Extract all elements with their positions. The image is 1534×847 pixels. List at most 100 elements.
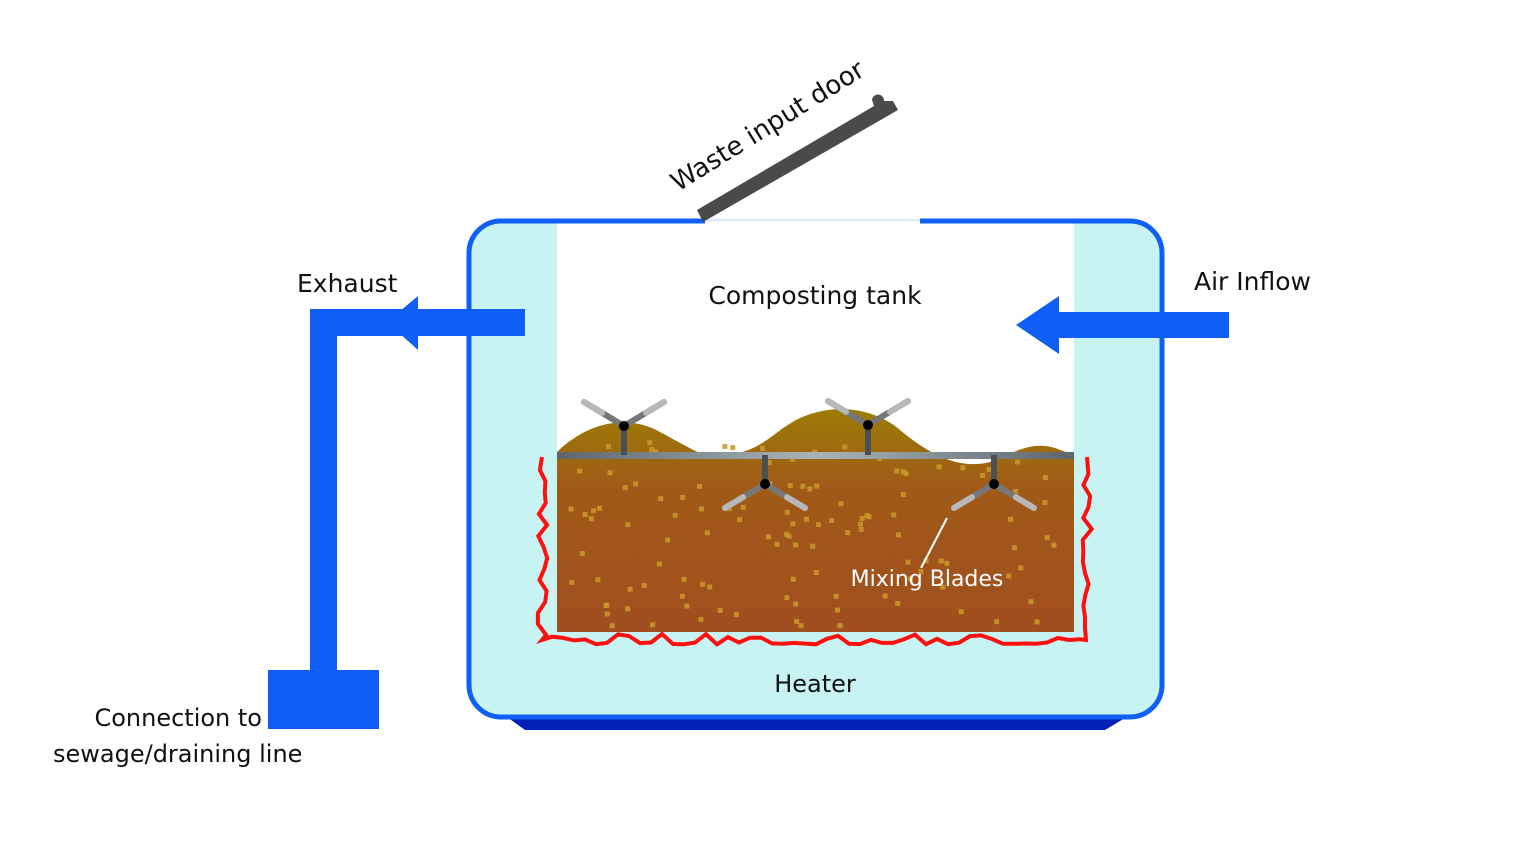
compost-particle [784,531,790,537]
compost-particle [595,577,601,583]
compost-particle [625,522,631,528]
compost-particle [760,445,765,451]
compost-mass [557,409,1074,632]
sewage-connection-box [268,670,379,729]
compost-particle [944,560,950,566]
compost-particle [907,576,913,582]
connection-label-line1: Connection to [94,704,262,732]
compost-particle [681,576,687,582]
compost-particle [790,456,796,462]
compost-particle [829,518,835,523]
compost-particle [882,593,888,599]
mixing-blades [581,398,1037,511]
compost-particle [665,537,671,543]
compost-particle [835,607,840,613]
compost-particle [936,464,942,470]
air-inflow-arrow-icon [1016,296,1059,354]
compost-particle [1006,573,1012,579]
compost-particle [794,618,800,624]
compost-particle [857,521,863,527]
compost-particle [858,526,864,532]
composting-tank-label: Composting tank [708,281,922,310]
compost-particle [784,595,790,601]
compost-particle [740,504,746,510]
compost-particle [787,483,793,488]
compost-particle [766,460,772,466]
compost-particle [577,468,583,474]
compost-particle [658,496,664,502]
compost-particle [784,509,790,515]
compost-particles [568,440,1057,629]
compost-particle [579,551,585,557]
compost-particle [704,530,710,536]
compost-particle [958,609,964,615]
exhaust-arrow-icon [387,296,418,350]
compost-particle [960,465,966,471]
compost-particle [1008,516,1013,522]
connection-label-line2: sewage/draining line [53,740,302,768]
compost-particle [717,607,723,613]
compost-particle [1018,565,1024,571]
compost-particle [582,512,588,517]
compost-particle [940,584,946,590]
compost-particle [938,558,944,564]
compost-particle [833,593,839,599]
compost-particle [859,516,865,521]
compost-particle [793,542,799,548]
compost-particle [588,516,594,522]
compost-particle [1013,488,1019,494]
compost-particle [590,508,596,514]
compost-particle [625,606,631,612]
compost-particle [838,501,844,507]
compost-particle [699,506,704,512]
compost-particle [804,516,809,522]
compost-particle [1044,535,1050,541]
compost-particle [837,623,843,629]
mixing-blade [722,455,808,511]
mixing-blade [951,455,1037,511]
compost-particle [1042,500,1048,506]
compost-particle [793,601,799,607]
compost-particle [698,616,704,622]
compost-particle [900,492,906,497]
compost-particle [986,466,992,472]
compost-particle [790,521,796,527]
compost-particle [607,470,613,476]
compost-particle [684,603,690,609]
compost-particle [891,512,897,518]
compost-particle [810,543,816,549]
waste-input-door[interactable] [697,94,898,222]
compost-particle [656,561,662,567]
compost-particle [1034,619,1040,625]
compost-particle [994,619,1000,625]
compost-particle [1042,475,1048,480]
air-inflow-label: Air Inflow [1194,267,1311,296]
compost-particle [816,522,822,528]
compost-particle [766,534,771,540]
compost-particle [790,576,796,582]
compost-particle [1012,545,1018,551]
compost-particle [569,579,575,585]
compost-particle [622,485,628,491]
compost-particle [730,445,736,451]
compost-particle [697,483,702,489]
mixing-blade [825,398,911,455]
compost-particle [627,586,633,592]
compost-particle [679,593,685,599]
heater-coil [535,456,1095,647]
compost-particle [903,471,909,477]
compost-particle [918,569,924,575]
compost-particle [707,584,713,590]
compost-particle [647,440,653,446]
compost-particle [864,513,870,519]
compost-particle [798,623,804,629]
mixing-blades-label: Mixing Blades [851,567,1004,592]
compost-particle [650,622,656,628]
compost-particle [895,600,901,606]
compost-particle [814,483,820,489]
compost-particle [649,446,655,452]
mixing-shaft [557,452,1074,459]
compost-particle [653,449,659,455]
compost-particle [842,444,848,450]
